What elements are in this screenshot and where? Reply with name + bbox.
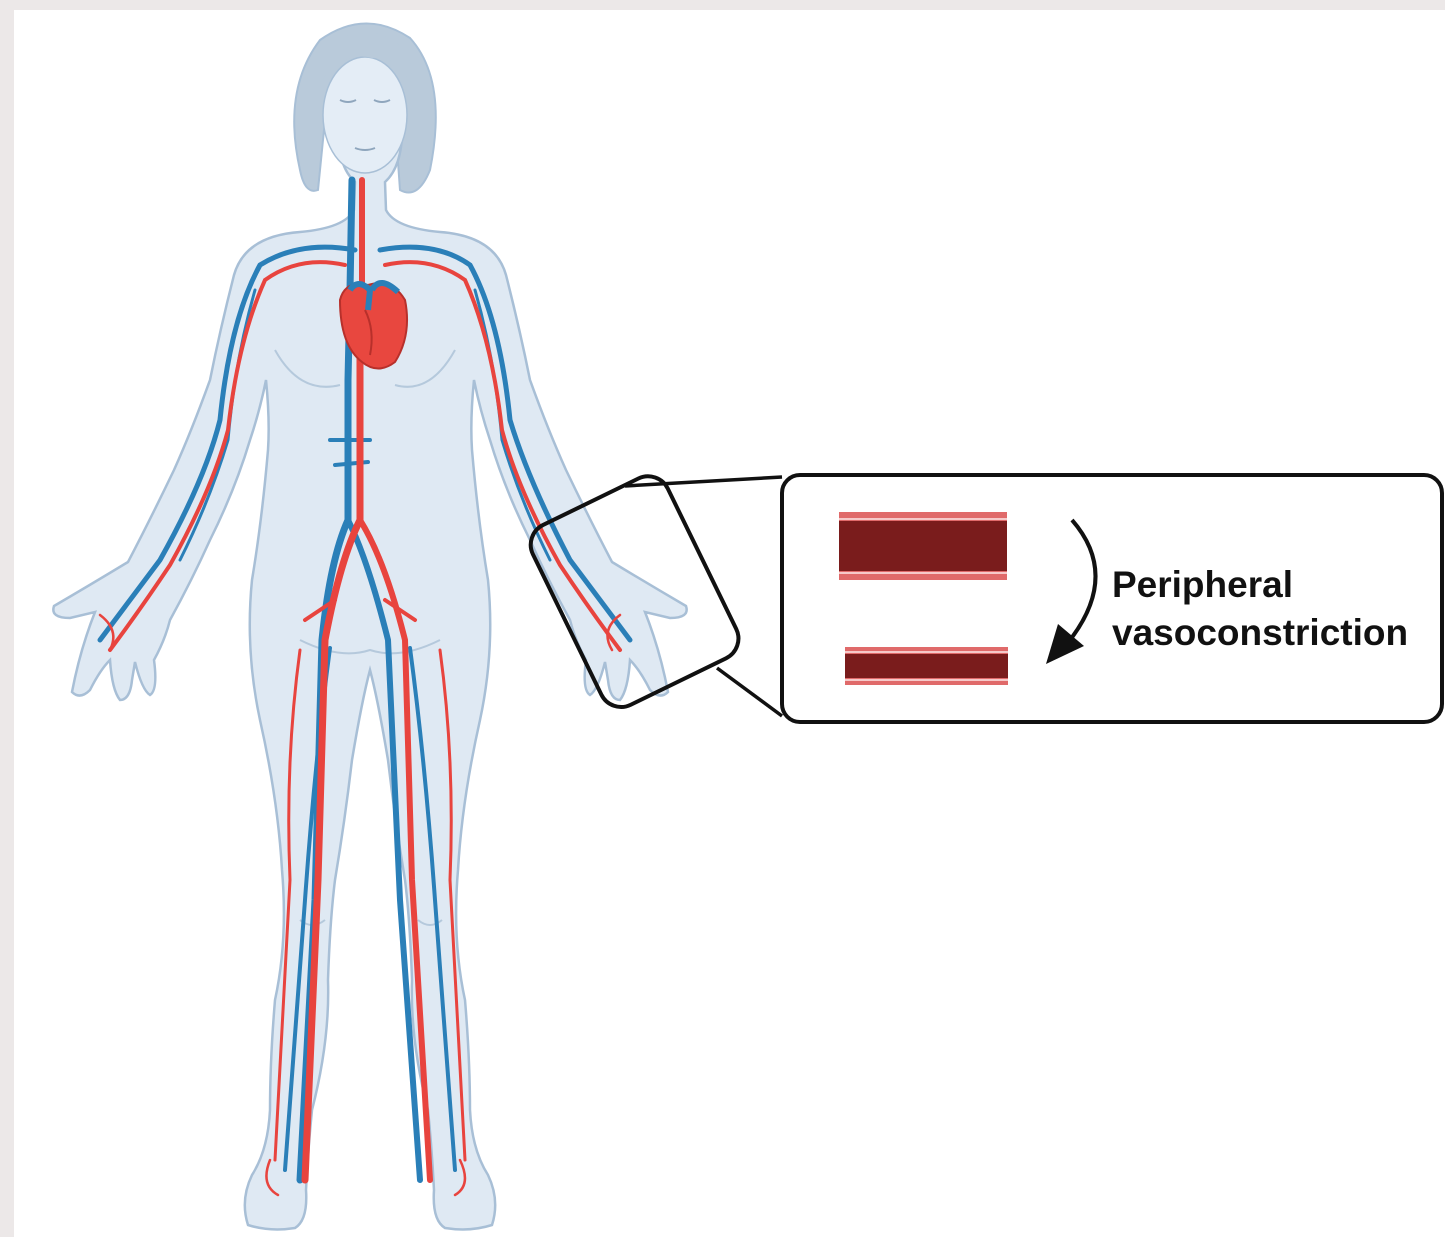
face <box>323 57 407 173</box>
callout-label-line1: Peripheral <box>1112 566 1293 603</box>
callout-label-line2: vasoconstriction <box>1112 614 1408 651</box>
human-circulatory-system-icon <box>53 23 686 1229</box>
body-silhouette <box>53 60 686 1229</box>
constricted-vessel-icon <box>845 647 1008 685</box>
dilated-vessel-icon <box>839 512 1007 580</box>
